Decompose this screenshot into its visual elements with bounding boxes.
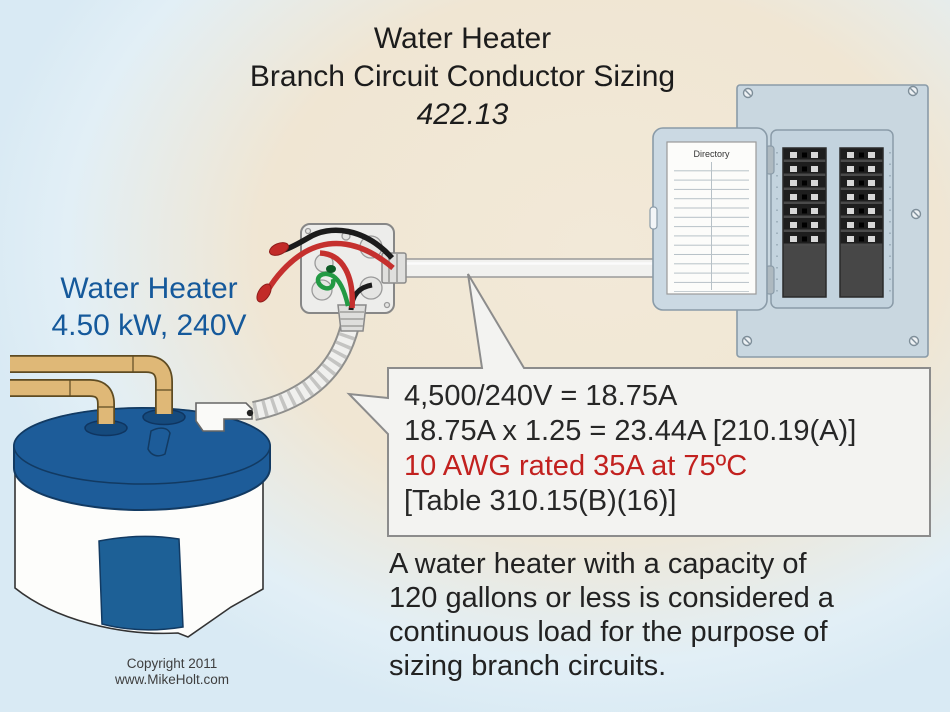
- red-wire: [265, 240, 395, 292]
- red-wire-lower: [319, 250, 355, 309]
- callout-line-3-highlight: 10 AWG rated 35A at 75ºC: [404, 450, 748, 482]
- electrical-panel: Directory: [649, 84, 929, 358]
- title-line-2: Branch Circuit Conductor Sizing: [249, 60, 676, 93]
- water-heater-label: Water Heater 4.50 kW, 240V: [28, 270, 270, 344]
- door-handle: [649, 206, 658, 230]
- panel-screws: [741, 85, 922, 347]
- note-line-3: continuous load for the purpose of: [389, 616, 828, 648]
- title-line-1: Water Heater: [373, 22, 552, 55]
- copyright-year: Copyright 2011: [126, 656, 218, 671]
- directory-card: Directory: [666, 141, 757, 295]
- fitting-bolt: [246, 409, 254, 417]
- callout-bubble: [346, 273, 931, 537]
- green-wire: [315, 271, 351, 307]
- flex-connector: [337, 304, 367, 332]
- emt-connector: [381, 252, 407, 284]
- tank-pipe-openings: [84, 408, 186, 437]
- dome-flap-detail: [147, 427, 171, 457]
- tank-conduit-fitting: [195, 402, 253, 432]
- copyright-website: www.MikeHolt.com: [114, 672, 230, 687]
- wires: [256, 227, 395, 311]
- water-heater-tank: [13, 407, 271, 638]
- flex-conduit: [251, 314, 362, 421]
- tank-access-panel: [98, 535, 184, 631]
- water-heater-rating: 4.50 kW, 240V: [51, 309, 247, 342]
- title-code-section: 422.13: [416, 98, 509, 131]
- callout-line-4: [Table 310.15(B)(16)]: [404, 485, 677, 517]
- callout-line-2: 18.75A x 1.25 = 23.44A [210.19(A)]: [404, 415, 857, 447]
- calculation-callout-text: 4,500/240V = 18.75A 18.75A x 1.25 = 23.4…: [404, 379, 924, 519]
- wire-nut-bottom: [256, 283, 272, 303]
- copper-pipes: [10, 355, 173, 424]
- diagram-title: Water Heater Branch Circuit Conductor Si…: [190, 20, 735, 134]
- callout-line-1: 4,500/240V = 18.75A: [404, 380, 678, 412]
- breaker-column-right: [839, 147, 884, 298]
- note-line-4: sizing branch circuits.: [389, 650, 667, 682]
- copyright-block: Copyright 2011 www.MikeHolt.com: [92, 656, 252, 688]
- green-wire-cap: [326, 265, 336, 273]
- wire-nut-top: [269, 242, 289, 256]
- note-line-2: 120 gallons or less is considered a: [389, 582, 834, 614]
- note-paragraph: A water heater with a capacity of 120 ga…: [389, 547, 934, 683]
- directory-label: Directory: [693, 149, 730, 159]
- breaker-column-left: [782, 147, 827, 298]
- black-wire: [283, 227, 395, 260]
- note-line-1: A water heater with a capacity of: [389, 548, 807, 580]
- water-heater-name: Water Heater: [60, 272, 238, 305]
